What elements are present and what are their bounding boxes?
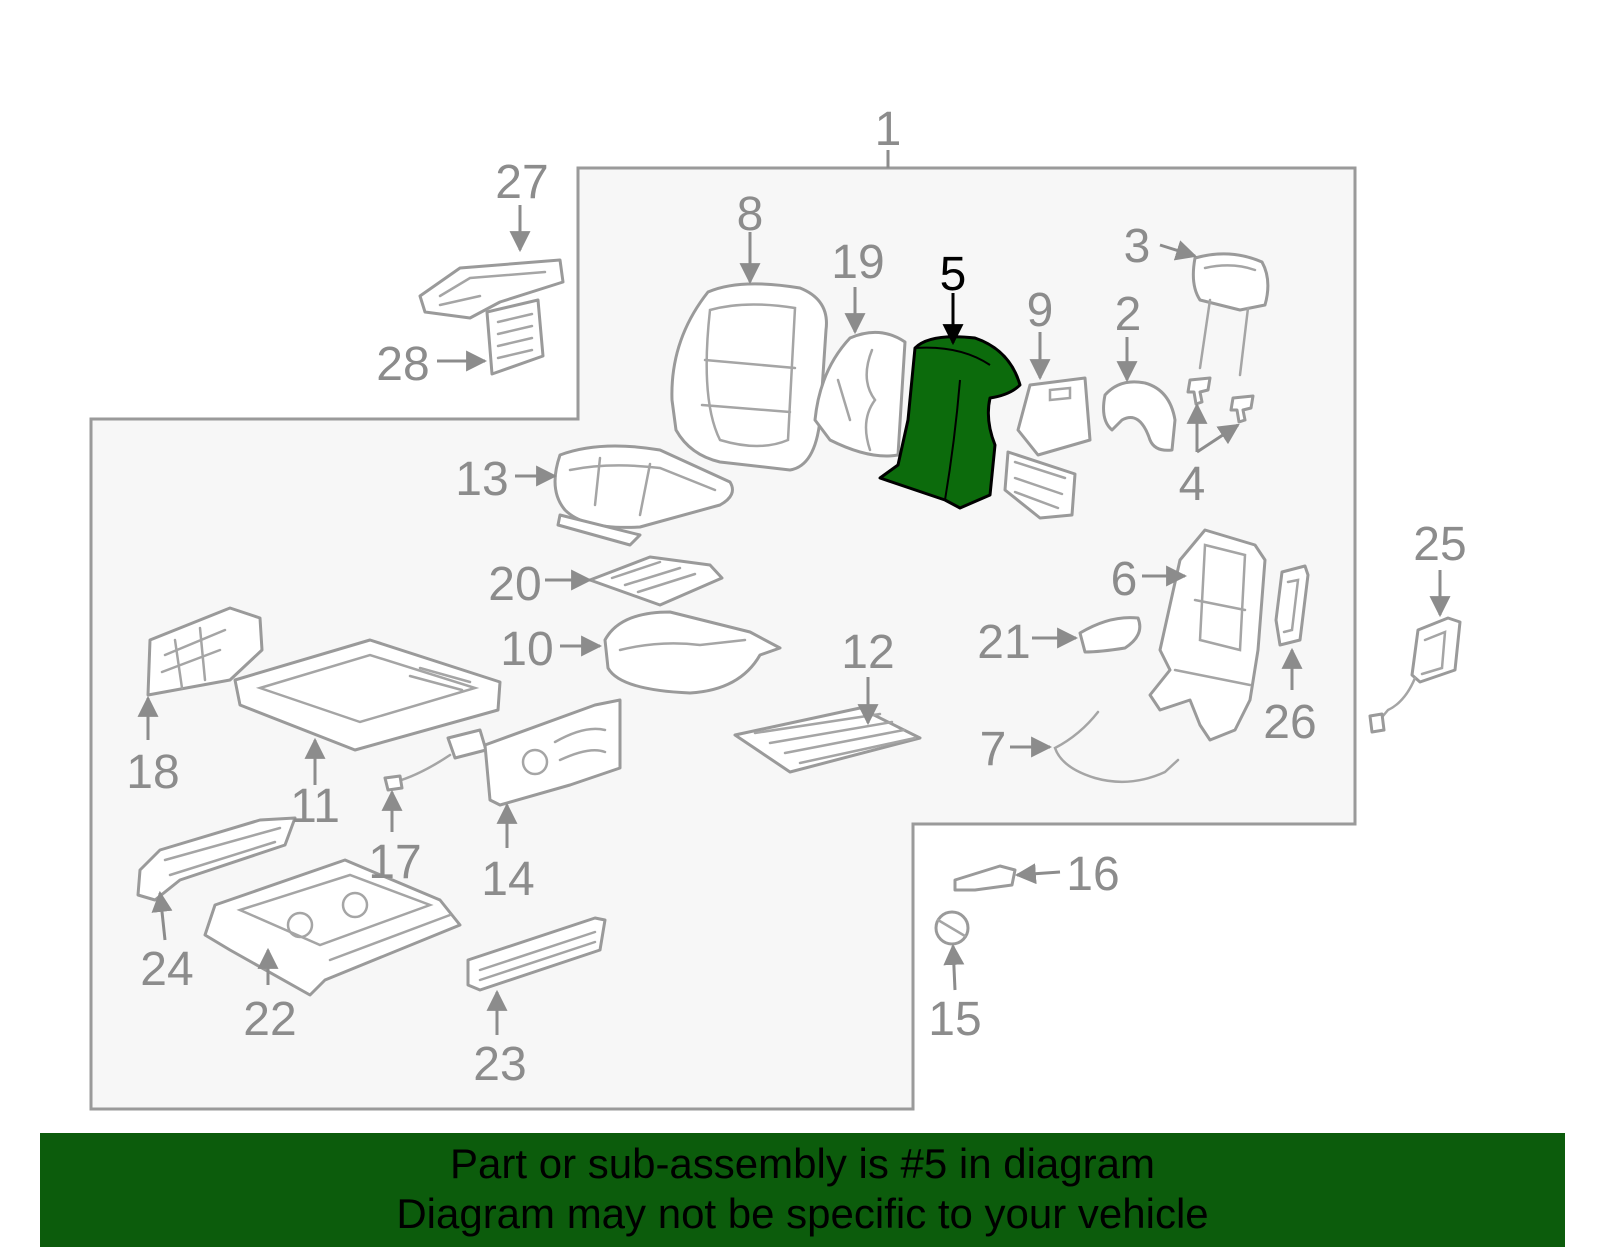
- callout-11: 11: [290, 780, 340, 833]
- callout-18: 18: [126, 746, 179, 799]
- part-27-armrest-cover: [418, 258, 565, 320]
- callout-26: 26: [1263, 696, 1316, 749]
- leader-3: [1159, 240, 1198, 261]
- part-28-armrest-bracket: [485, 298, 545, 376]
- callout-8: 8: [737, 188, 764, 241]
- callout-20: 20: [488, 558, 541, 611]
- callout-12: 12: [841, 626, 894, 679]
- part-20-heater-mat: [588, 555, 724, 607]
- part-4-headrest-guides: [1186, 376, 1255, 424]
- part-18-side-shield: [146, 606, 264, 697]
- callout-10: 10: [500, 623, 553, 676]
- part-11-seat-frame: [233, 638, 502, 752]
- callout-13: 13: [455, 453, 508, 506]
- part-3-headrest: [1191, 252, 1270, 377]
- part-24-track-cover: [136, 816, 297, 902]
- callout-22: 22: [243, 993, 296, 1046]
- part-23-adjuster-trim: [466, 916, 607, 992]
- part-26-side-panel: [1274, 564, 1310, 647]
- part-17-connector: [383, 728, 488, 792]
- part-21-recliner-cover: [1078, 616, 1142, 654]
- info-banner: Part or sub-assembly is #5 in diagram Di…: [40, 1133, 1565, 1247]
- banner-part-note: Part or sub-assembly is #5 in diagram: [450, 1140, 1155, 1187]
- part-13-cushion-cover: [553, 444, 734, 547]
- leader-15: [943, 943, 965, 991]
- callout-27: 27: [495, 156, 548, 209]
- callout-6: 6: [1111, 553, 1138, 606]
- callout-7: 7: [980, 723, 1007, 776]
- callout-4: 4: [1179, 458, 1206, 511]
- callout-16: 16: [1066, 848, 1119, 901]
- callout-1: 1: [875, 103, 902, 156]
- part-2-headrest-trim: [1102, 380, 1177, 452]
- part-10-cushion-pad: [603, 610, 782, 695]
- part-14-side-cover: [483, 698, 622, 807]
- callout-5: 5: [940, 248, 967, 301]
- part-25-airbag: [1368, 616, 1462, 734]
- callout-2: 2: [1115, 288, 1142, 341]
- leader-4b: [1196, 423, 1240, 454]
- part-9-back-panel: [1003, 376, 1092, 520]
- callout-15: 15: [928, 993, 981, 1046]
- part-16-clip: [953, 864, 1017, 892]
- part-8-seat-back-cover: [670, 282, 828, 472]
- callout-23: 23: [473, 1038, 526, 1091]
- callout-21: 21: [977, 616, 1030, 669]
- part-7-wiring: [1053, 710, 1180, 784]
- callout-24: 24: [140, 943, 193, 996]
- part-15-cap: [934, 910, 970, 946]
- callout-14: 14: [481, 853, 534, 906]
- leader-24: [151, 890, 173, 941]
- leader-16: [1014, 863, 1061, 885]
- callout-3: 3: [1124, 220, 1151, 273]
- callout-9: 9: [1027, 284, 1054, 337]
- callout-28: 28: [376, 338, 429, 391]
- callout-19: 19: [831, 236, 884, 289]
- banner-disclaimer: Diagram may not be specific to your vehi…: [396, 1190, 1209, 1237]
- callout-25: 25: [1413, 518, 1466, 571]
- part-19-back-pad: [813, 330, 907, 458]
- callout-17: 17: [368, 836, 421, 889]
